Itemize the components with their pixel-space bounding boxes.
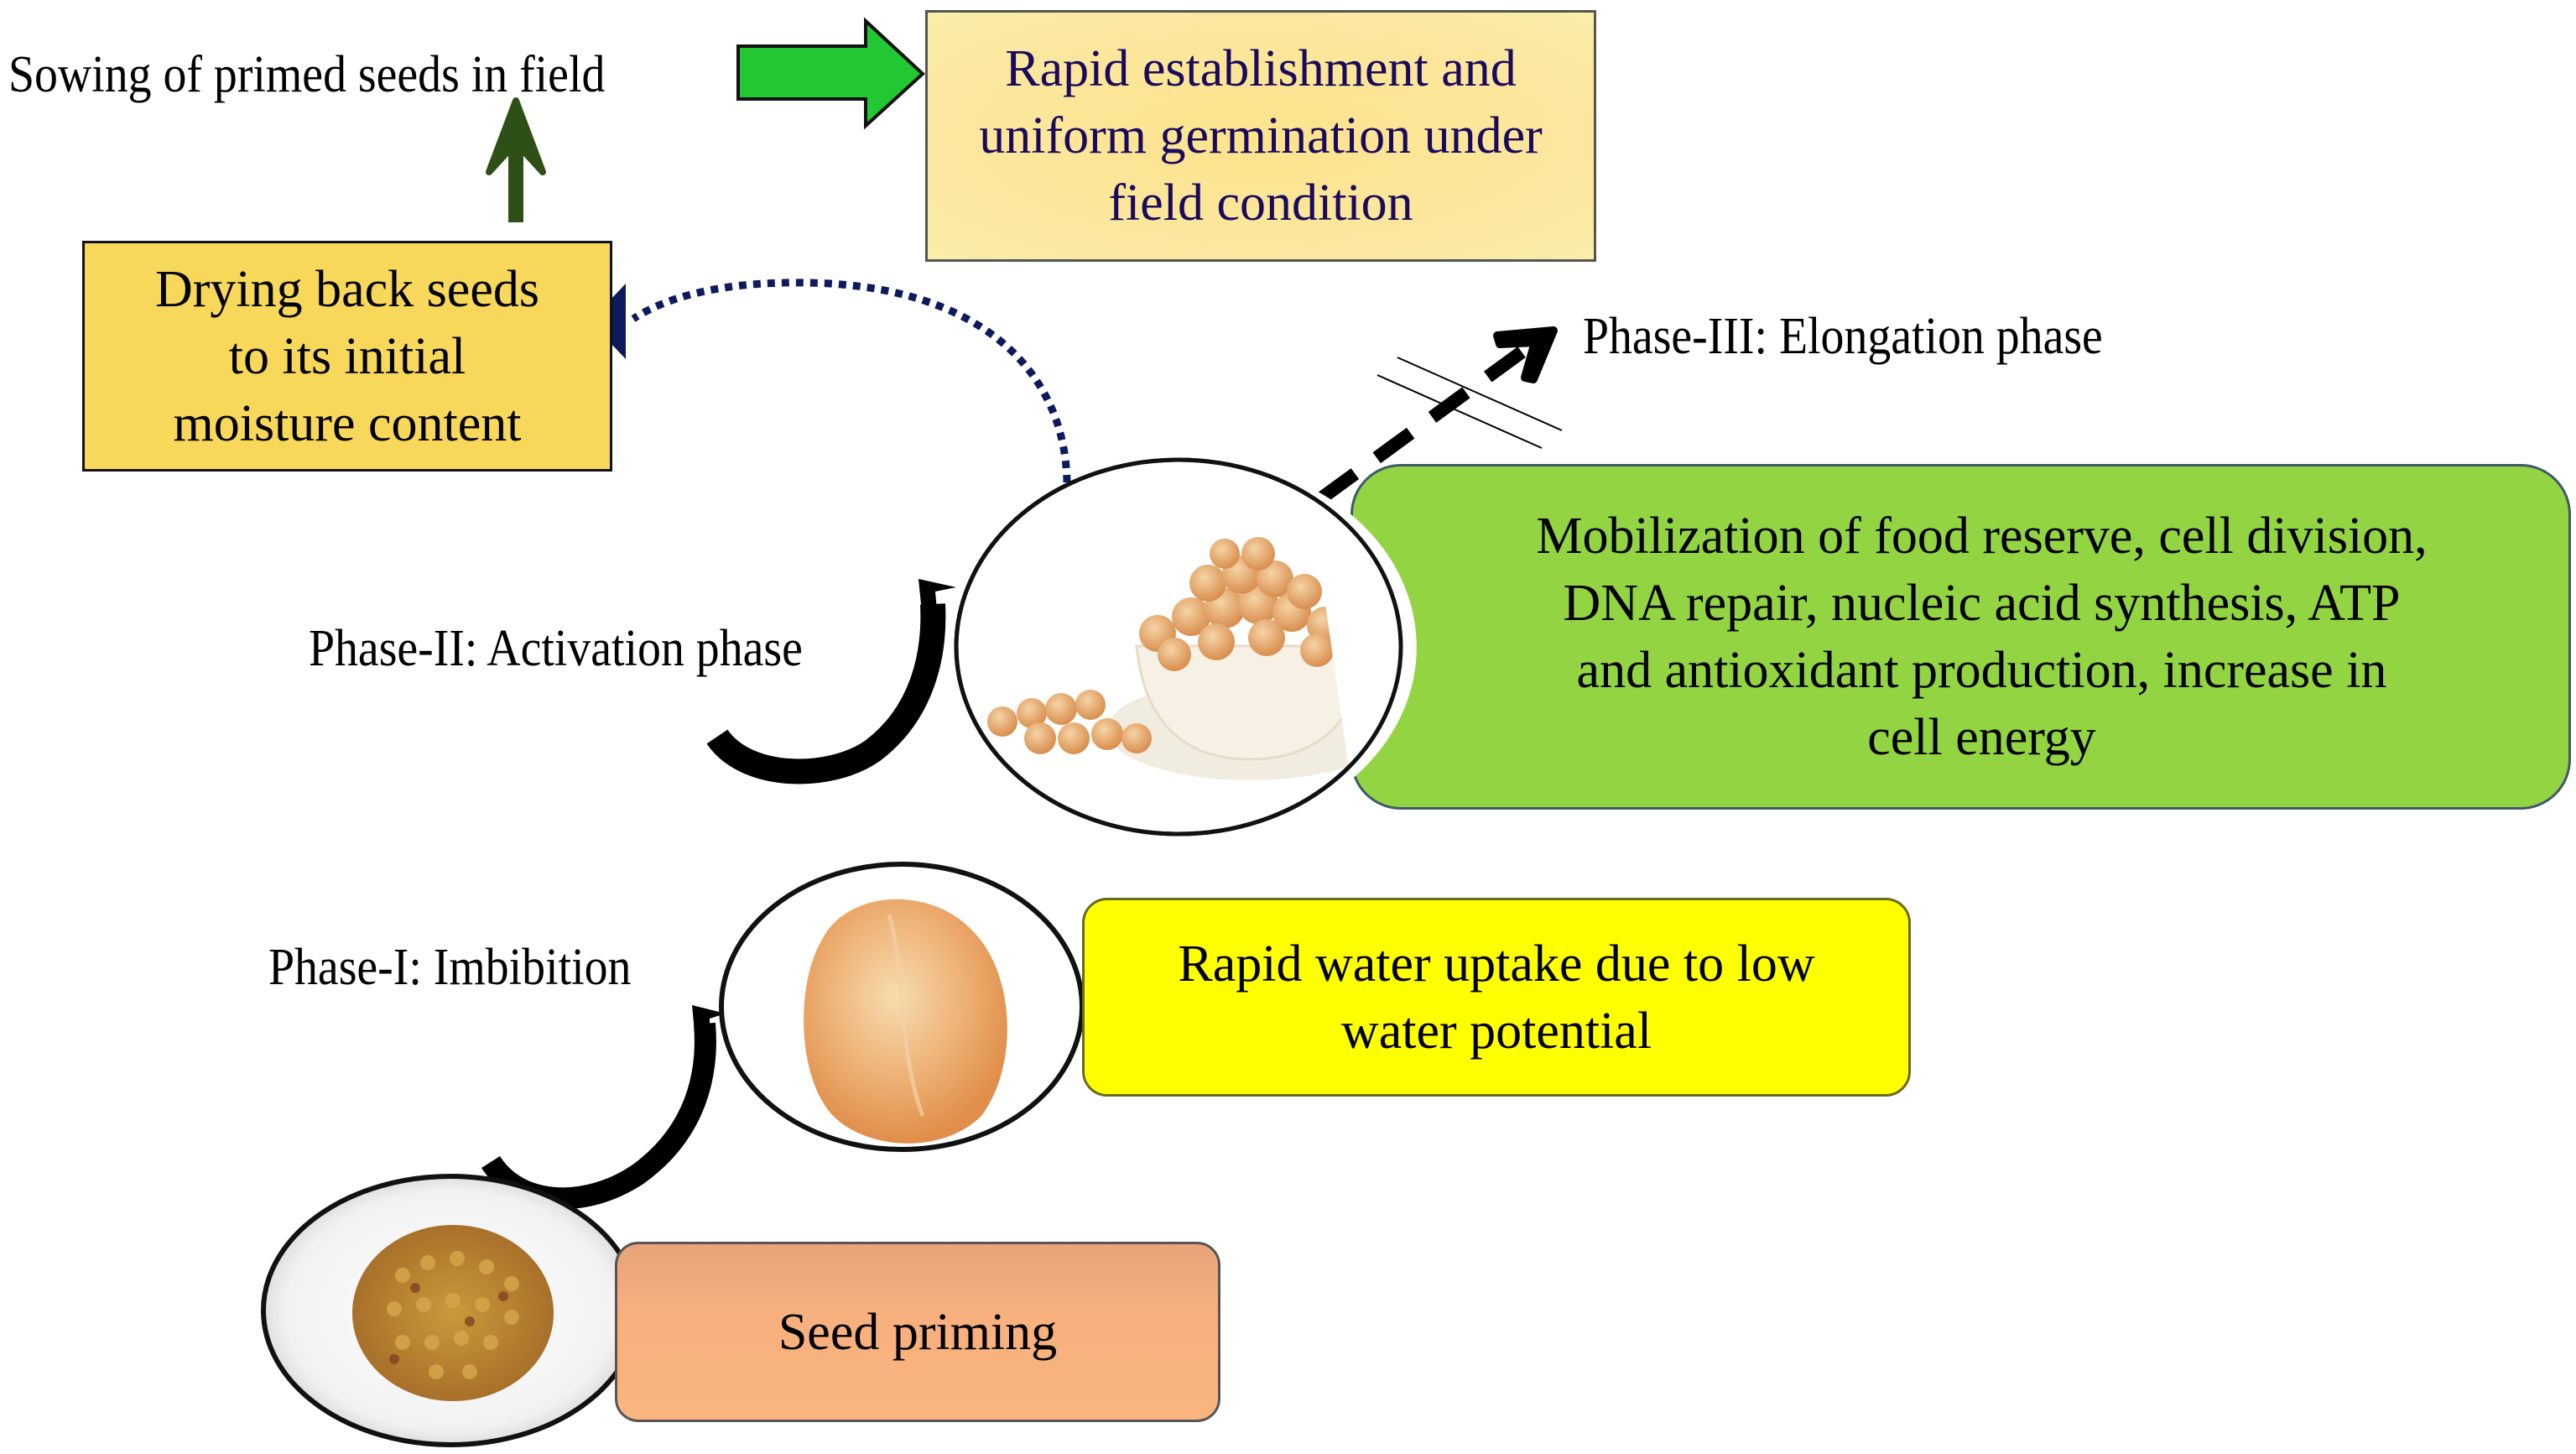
dashed-elongation-arrow-icon xyxy=(1317,326,1563,504)
up-arrow-icon xyxy=(486,97,546,222)
curved-arrow-phase1-icon xyxy=(481,1005,726,1210)
establishment-box: Rapid establishment and uniform germinat… xyxy=(925,10,1596,262)
green-arrow-icon xyxy=(736,17,925,130)
activation-line: and antioxidant production, increase in xyxy=(1576,642,2387,699)
curved-arrow-phase2-icon xyxy=(706,579,956,784)
plate-of-seeds-image xyxy=(261,1174,640,1447)
phase3-label: Phase-III: Elongation phase xyxy=(1583,308,2103,365)
establishment-line: Rapid establishment and xyxy=(1005,40,1517,97)
drying-line: to its initial xyxy=(228,327,466,385)
establishment-line: uniform germination under xyxy=(979,107,1543,164)
imbibition-line: water potential xyxy=(1340,1002,1652,1060)
drying-box: Drying back seeds to its initial moistur… xyxy=(82,241,612,472)
priming-line: Seed priming xyxy=(778,1303,1058,1361)
drying-line: Drying back seeds xyxy=(155,260,539,318)
sowing-label: Sowing of primed seeds in field xyxy=(8,46,606,103)
establishment-line: field condition xyxy=(1108,175,1413,232)
activation-box: Mobilization of food reserve, cell divis… xyxy=(1350,464,2571,810)
imbibed-seed-image xyxy=(719,862,1085,1152)
drying-line: moisture content xyxy=(173,394,522,452)
imbibition-box: Rapid water uptake due to low water pote… xyxy=(1082,898,1911,1097)
chickpea-bowl-image xyxy=(954,457,1403,836)
phase1-label: Phase-I: Imbibition xyxy=(268,939,632,996)
activation-line: cell energy xyxy=(1867,709,2096,766)
activation-line: Mobilization of food reserve, cell divis… xyxy=(1536,508,2428,565)
dotted-return-arrow-icon xyxy=(590,279,1071,483)
activation-line: DNA repair, nucleic acid synthesis, ATP xyxy=(1563,575,2401,632)
imbibition-line: Rapid water uptake due to low xyxy=(1178,935,1815,993)
phase2-label: Phase-II: Activation phase xyxy=(309,620,803,677)
priming-box: Seed priming xyxy=(615,1242,1220,1422)
